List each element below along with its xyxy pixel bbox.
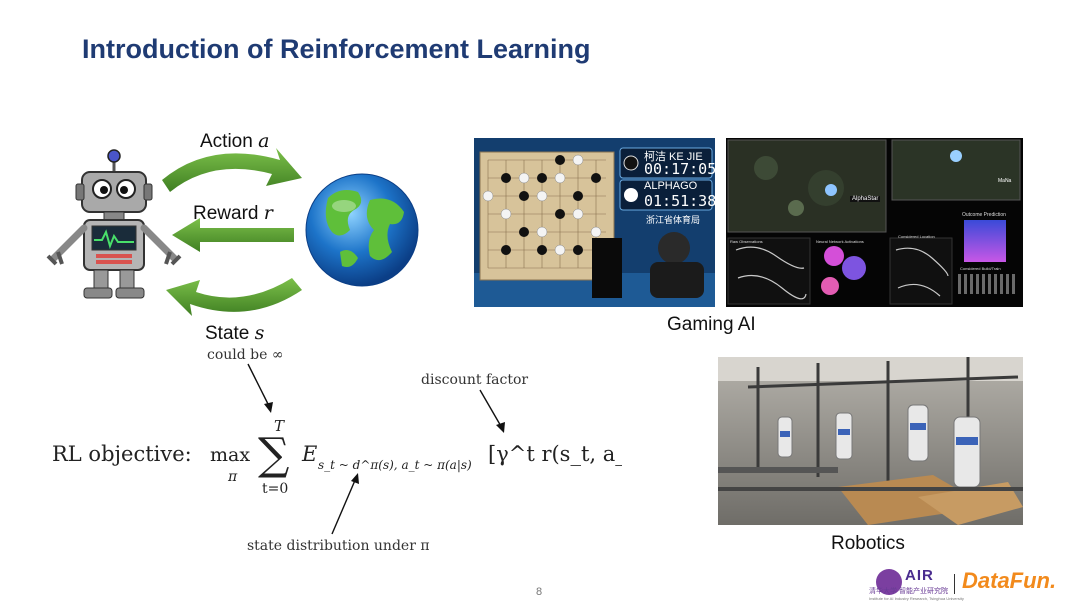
rl-objective-formula: RL objective: max π T ∑ t=0 E s_t ~ d^π(… <box>52 417 622 497</box>
sc-opponent-label: MaNa <box>998 178 1012 184</box>
sc-outcome-label: Outcome Prediction <box>962 212 1006 218</box>
formula-sum-sign: ∑ <box>258 429 289 480</box>
action-var: a <box>258 130 270 152</box>
alphastar-photo: AlphaStar MaNa Outcome Prediction Raw Ob… <box>726 138 1023 307</box>
state-label: State s <box>205 322 264 345</box>
page-number: 8 <box>536 586 543 598</box>
air-logo-subtitle: 清华大学 智能产业研究院 <box>869 588 948 595</box>
robotics-caption: Robotics <box>831 533 905 554</box>
sc-raw-label: Raw Observations <box>730 239 763 244</box>
robot-icon <box>46 149 182 299</box>
state-distribution-note: state distribution under π <box>247 538 430 554</box>
formula-sum-upper: T <box>274 417 285 435</box>
state-text: State <box>205 323 250 344</box>
go-player2: ALPHAGO <box>644 180 698 192</box>
could-be-infinity-note: could be ∞ <box>207 347 284 363</box>
formula-sum-lower: t=0 <box>262 481 288 497</box>
formula-max: max <box>210 444 250 466</box>
formula-prefix: RL objective: <box>52 442 192 466</box>
tsinghua-seal-icon <box>876 569 902 595</box>
formula-subscript: s_t ~ d^π(s), a_t ~ π(a|s) <box>318 458 472 472</box>
action-arrow <box>162 148 302 192</box>
formula-max-sub: π <box>227 469 238 485</box>
sc-location-label: Considered Location <box>898 234 935 239</box>
sc-nn-label: Neural Network Activations <box>816 239 864 244</box>
state-arrow <box>166 278 302 316</box>
sc-agent-label: AlphaStar <box>850 196 881 202</box>
rl-loop-diagram <box>46 148 419 316</box>
action-text: Action <box>200 131 253 152</box>
formula-expectation: E <box>301 442 317 466</box>
discount-factor-note: discount factor <box>421 372 529 388</box>
reward-label: Reward r <box>193 202 273 225</box>
alphago-photo: 柯洁 KE JIE 00:17:05 ALPHAGO 01:51:38 浙江省体… <box>474 138 715 307</box>
sc-build-label: Considered Build/Train <box>960 266 1001 271</box>
reward-arrow <box>172 218 294 252</box>
reward-text: Reward <box>193 203 259 224</box>
go-time2: 01:51:38 <box>644 192 715 210</box>
go-subtitle: 浙江省体育局 <box>646 215 701 225</box>
robotics-scene <box>718 357 1023 525</box>
gaming-ai-caption: Gaming AI <box>667 314 756 335</box>
go-time1: 00:17:05 <box>644 160 715 178</box>
robotics-photo <box>718 357 1023 525</box>
state-var: s <box>254 322 265 344</box>
air-logo-note: Institute for AI Industry Research, Tsin… <box>869 596 964 601</box>
air-logo: AIR <box>905 567 934 584</box>
reward-var: r <box>263 202 273 224</box>
formula-body: [γ^t r(s_t, a_t)] <box>488 442 622 466</box>
slide-title: Introduction of Reinforcement Learning <box>82 34 591 64</box>
go-player1: 柯洁 KE JIE <box>644 151 703 163</box>
globe-icon <box>305 173 419 287</box>
action-label: Action a <box>200 130 269 153</box>
datafun-logo: DataFun. <box>962 568 1057 593</box>
alphastar-scene <box>727 139 1021 305</box>
alphago-scene <box>474 138 715 307</box>
logo-divider <box>954 574 955 594</box>
